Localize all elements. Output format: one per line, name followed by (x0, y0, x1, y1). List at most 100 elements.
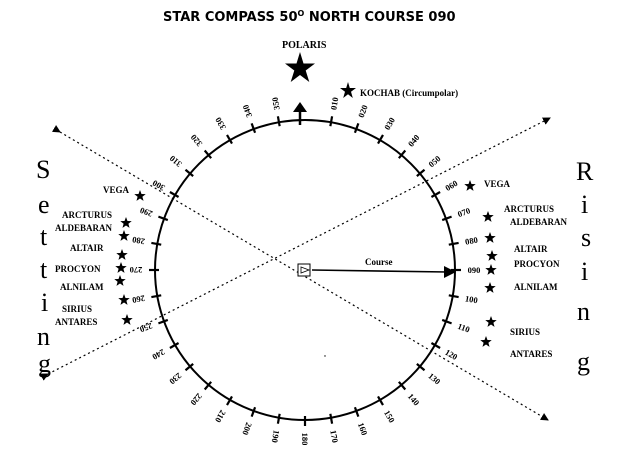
rising-letter: n (577, 297, 590, 326)
star-icon (485, 264, 497, 275)
bearing-label: 050 (426, 153, 442, 169)
bearing-tick (203, 381, 212, 391)
setting-star-labels: VEGA ARCTURUS ALDEBARAN ALTAIR PROCYON A… (55, 185, 130, 327)
star-icon (482, 211, 494, 222)
bearing-tick (398, 381, 407, 391)
bearing-label: 060 (443, 178, 459, 193)
setting-star-antares: ANTARES (55, 317, 97, 327)
bearing-label: 150 (382, 408, 397, 424)
bearing-label: 100 (464, 293, 478, 305)
star-icon (484, 282, 496, 293)
setting-star-altair: ALTAIR (70, 243, 104, 253)
setting-letter: i (41, 288, 48, 317)
rising-star-arcturus: ARCTURUS (504, 204, 554, 214)
polaris-label: POLARIS (282, 40, 327, 51)
bearing-label: 210 (213, 408, 228, 424)
bearing-label: 220 (188, 391, 204, 407)
bearing-label: 250 (138, 321, 153, 335)
star-icon (115, 262, 127, 273)
rising-star-antares: ANTARES (510, 349, 552, 359)
setting-letter: e (38, 190, 50, 219)
bearing-label: 280 (131, 235, 145, 247)
rising-star-sirius: SIRIUS (510, 327, 540, 337)
bearing-label: 140 (406, 391, 422, 407)
bearing-tick (226, 134, 233, 145)
bearing-tick (398, 149, 407, 159)
setting-star-aldebaran: ALDEBARAN (55, 223, 113, 233)
bearing-label: 270 (130, 265, 143, 275)
star-icon (120, 217, 132, 228)
bearing-label: 320 (188, 132, 204, 148)
bearing-tick (353, 123, 360, 134)
bearing-tick (430, 191, 441, 198)
bearing-label: 180 (300, 433, 310, 446)
setting-star-alnilam: ALNILAM (60, 282, 104, 292)
bearing-tick (441, 318, 452, 325)
bearing-tick (377, 134, 384, 145)
own-ship-arrow-icon (300, 266, 311, 274)
setting-star-procyon: PROCYON (55, 264, 101, 274)
bearing-label: 010 (328, 96, 340, 110)
bearing-tick (416, 168, 426, 177)
bearing-tick (151, 241, 162, 246)
bearing-label: 120 (443, 347, 459, 362)
bearing-label: 310 (167, 153, 183, 169)
rising-star-altair: ALTAIR (514, 244, 548, 254)
bearing-label: 030 (382, 116, 397, 132)
bearing-tick (250, 123, 257, 134)
diagram-title: STAR COMPASS 50O NORTH COURSE 090 (163, 9, 456, 25)
rising-letter: R (576, 157, 594, 186)
bearing-label: 290 (138, 205, 153, 219)
bearing-tick (158, 318, 169, 325)
bearing-label: 170 (328, 429, 340, 443)
setting-star-sirius: SIRIUS (62, 304, 92, 314)
bearing-label: 350 (270, 96, 282, 110)
title-superscript: O (298, 9, 305, 18)
course-arrowhead-icon (444, 266, 456, 278)
course-label: Course (365, 257, 393, 267)
rising-star-alnilam: ALNILAM (514, 282, 558, 292)
rising-star-aldebaran: ALDEBARAN (510, 217, 568, 227)
rising-star-procyon: PROCYON (514, 259, 560, 269)
kochab-label: KOCHAB (Circumpolar) (360, 88, 458, 98)
bearing-tick (184, 363, 194, 372)
setting-letter: g (38, 349, 51, 378)
bearing-label: 070 (456, 205, 471, 219)
north-pointer-arrow (293, 102, 307, 112)
dashed-line-sw-ne (39, 117, 551, 381)
setting-star-icons (114, 190, 146, 325)
kochab-star-icon (340, 82, 356, 98)
bearing-tick (448, 294, 459, 299)
bearing-tick (169, 342, 180, 349)
bearing-tick (276, 116, 281, 127)
star-icon (118, 230, 130, 241)
title-rest: NORTH COURSE 090 (304, 10, 455, 25)
bearing-label: 020 (356, 103, 370, 118)
rising-star-icons (464, 180, 498, 347)
star-icon (134, 190, 146, 201)
bearing-label: 190 (270, 429, 282, 443)
setting-star-arcturus: ARCTURUS (62, 210, 112, 220)
rising-star-vega: VEGA (484, 179, 511, 189)
star-icon (484, 232, 496, 243)
bearing-label: 260 (131, 293, 145, 305)
bearing-tick (430, 342, 441, 349)
center-speck (324, 355, 326, 357)
bearing-tick (184, 168, 194, 177)
bearing-tick (377, 395, 384, 406)
rising-letter: s (581, 223, 591, 252)
star-icon (116, 249, 128, 260)
bearing-label: 200 (240, 421, 254, 436)
star-icon (118, 294, 130, 305)
bearing-tick (276, 413, 281, 424)
bearing-tick (158, 215, 169, 222)
setting-letter: t (40, 255, 48, 284)
title-main: STAR COMPASS 50 (163, 10, 298, 25)
bearing-label: 230 (167, 371, 183, 387)
bearing-tick (151, 294, 162, 299)
rising-word: R i s i n g (576, 157, 594, 376)
bearing-tick (441, 215, 452, 222)
bearing-tick (329, 116, 334, 127)
star-icon (464, 180, 476, 191)
